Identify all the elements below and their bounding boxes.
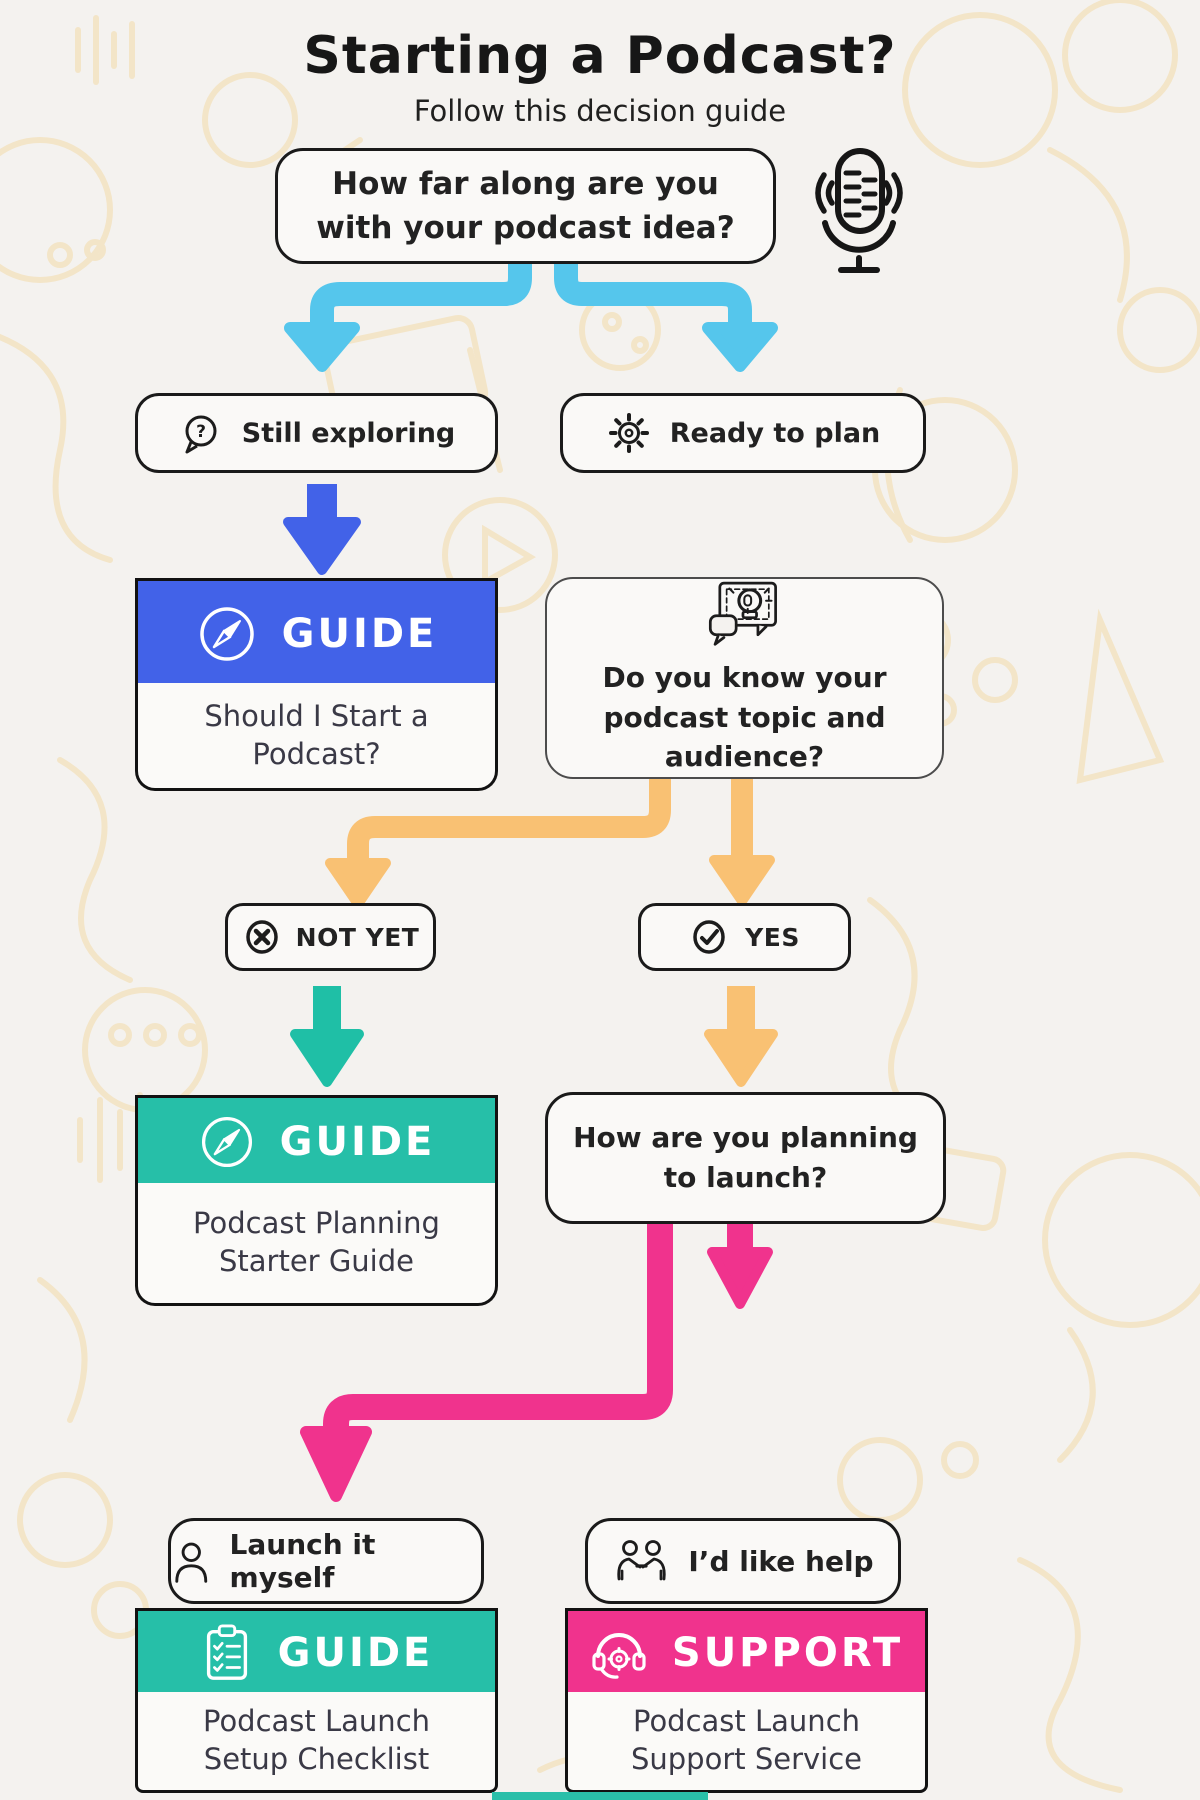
guide1-title: Should I Start a Podcast? [204,698,429,771]
option-not-yet: NOT YET [225,903,436,971]
question-topic-audience: Do you know your podcast topic and audie… [545,577,944,779]
support-title: Podcast Launch Support Service [630,1704,863,1776]
check-circle-icon [693,920,725,954]
cancel-circle-icon [245,920,278,954]
option-still-exploring-label: Still exploring [241,417,456,449]
arrow-teal-down [290,986,364,1087]
arrow-sky-right [554,252,778,372]
blueprint-idea-icon [708,581,777,646]
person-icon [175,1542,208,1583]
guide1-badge: GUIDE [281,610,438,657]
guide2-body: Podcast Planning Starter Guide [135,1183,498,1306]
option-not-yet-label: NOT YET [295,922,420,952]
headset-support-icon [592,1633,646,1679]
support-header: SUPPORT [565,1608,928,1698]
option-launch-myself-label: Launch it myself [229,1528,376,1594]
clipboard-checklist-icon [206,1624,247,1680]
guide2-badge: GUIDE [279,1119,436,1165]
option-id-like-help-label: I’d like help [688,1544,874,1578]
helpers-icon [617,1540,667,1581]
arrow-orange-elbow [325,773,671,909]
question-how-far-along-text: How far along are you with your podcast … [316,165,735,246]
option-id-like-help: I’d like help [585,1518,901,1604]
question-topic-audience-text: Do you know your podcast topic and audie… [602,660,887,774]
compass-icon [201,1116,252,1168]
question-bubble-icon: ? [185,415,217,454]
arrow-pink-elbow [300,1222,673,1502]
question-how-far-along: How far along are you with your podcast … [275,148,776,264]
guide1-header: GUIDE [135,578,498,689]
option-ready-to-plan-label: Ready to plan [669,417,881,449]
svg-text:?: ? [196,422,206,442]
option-still-exploring: ? Still exploring [135,393,498,473]
guide3-badge: GUIDE [277,1630,434,1676]
gear-icon [608,413,649,453]
question-launch-plan-text: How are you planning to launch? [573,1121,918,1194]
arrow-sky-left [284,252,532,372]
guide2-header: GUIDE [135,1095,498,1189]
guide2-title: Podcast Planning Starter Guide [193,1206,440,1278]
arrow-orange-down [709,773,775,906]
guide3-header: GUIDE [135,1608,498,1698]
page-subtitle: Follow this decision guide [413,94,787,128]
microphone-icon [815,148,903,273]
guide3-title: Podcast Launch Setup Checklist [202,1704,431,1776]
footer-accent-bar [492,1792,708,1800]
support-body: Podcast Launch Support Service [565,1692,928,1793]
question-launch-plan: How are you planning to launch? [545,1092,946,1224]
option-yes-label: YES [745,922,800,952]
arrow-orange-down-2 [704,986,778,1087]
guide1-body: Should I Start a Podcast? [135,683,498,791]
compass-icon [199,606,254,661]
support-badge: SUPPORT [671,1630,904,1676]
arrow-pink-down [707,1222,773,1309]
arrow-royal-down [283,484,361,575]
option-yes: YES [638,903,851,971]
page-title: Starting a Podcast? [303,26,897,86]
guide3-body: Podcast Launch Setup Checklist [135,1692,498,1793]
option-launch-myself: Launch it myself [168,1518,484,1604]
option-ready-to-plan: Ready to plan [560,393,926,473]
